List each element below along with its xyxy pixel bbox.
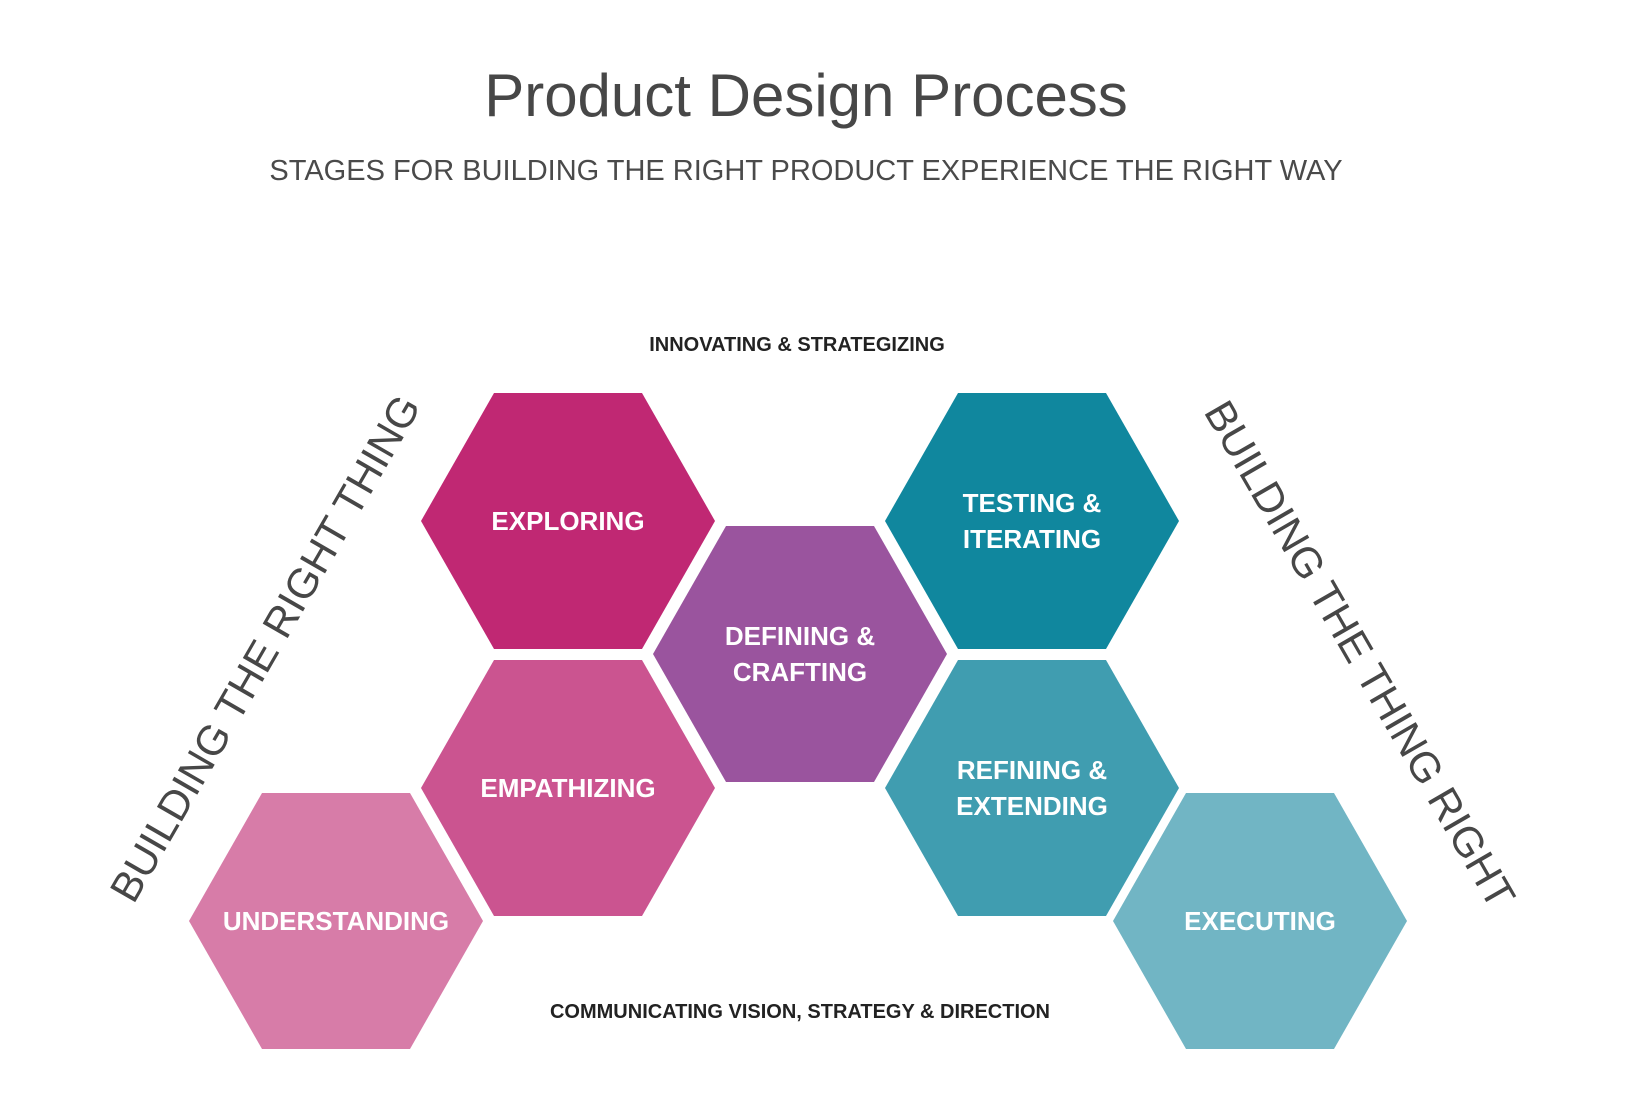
stage-label: REFINING &	[957, 755, 1107, 785]
page-title: Product Design Process	[484, 62, 1128, 129]
stage-label: EXPLORING	[491, 506, 644, 536]
top-label: INNOVATING & STRATEGIZING	[649, 334, 945, 356]
stage-label: UNDERSTANDING	[223, 906, 449, 936]
page-subtitle: STAGES FOR BUILDING THE RIGHT PRODUCT EX…	[269, 155, 1342, 187]
stage-executing: EXECUTING	[1113, 793, 1407, 1049]
stage-exploring: EXPLORING	[421, 393, 715, 649]
stage-empathizing: EMPATHIZING	[421, 660, 715, 916]
stage-defining: DEFINING & CRAFTING	[653, 526, 947, 782]
stage-testing: TESTING & ITERATING	[885, 393, 1179, 649]
stage-hexagons: UNDERSTANDING EMPATHIZING EXPLORING DEFININ…	[189, 393, 1407, 1049]
hexagon-shape	[885, 393, 1179, 649]
stage-understanding: UNDERSTANDING	[189, 793, 483, 1049]
stage-label: DEFINING &	[725, 621, 875, 651]
stage-label: TESTING &	[963, 488, 1102, 518]
stage-label: ITERATING	[963, 524, 1101, 554]
bottom-label: COMMUNICATING VISION, STRATEGY & DIRECTI…	[550, 1001, 1050, 1023]
hexagon-shape	[421, 393, 715, 649]
hexagon-shape	[653, 526, 947, 782]
hexagon-shape	[189, 793, 483, 1049]
stage-label: EMPATHIZING	[480, 773, 655, 803]
stage-label: EXTENDING	[956, 791, 1108, 821]
stage-refining: REFINING & EXTENDING	[885, 660, 1179, 916]
hexagon-shape	[1113, 793, 1407, 1049]
hexagon-shape	[885, 660, 1179, 916]
stage-label: EXECUTING	[1184, 906, 1336, 936]
hexagon-shape	[421, 660, 715, 916]
stage-label: CRAFTING	[733, 657, 867, 687]
